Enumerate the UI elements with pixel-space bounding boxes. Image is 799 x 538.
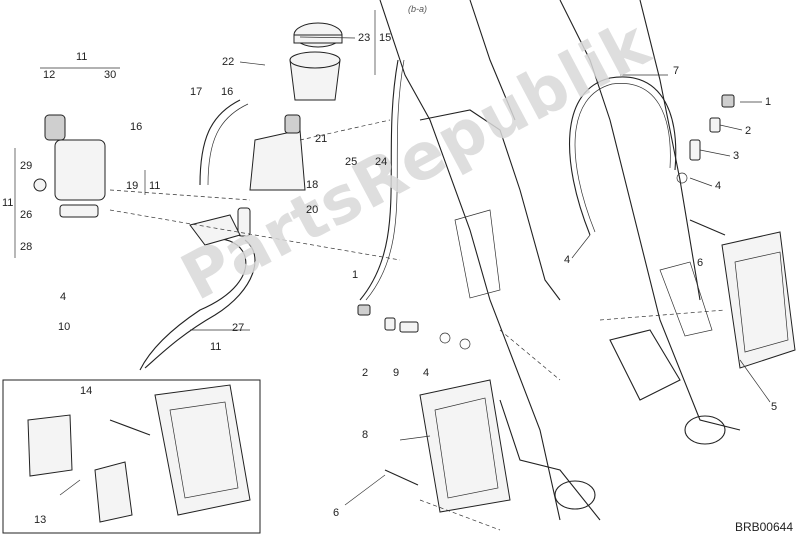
callout-8: 8: [362, 429, 369, 441]
callout-1: 1: [352, 269, 359, 281]
callout-11: 11: [149, 180, 161, 192]
banjo-fittings-right: [676, 94, 735, 184]
callout-22: 22: [222, 56, 235, 68]
callout-9: 9: [393, 367, 400, 379]
brake-hose-7: [569, 76, 677, 236]
callout-4: 4: [60, 291, 67, 303]
callout-13: 13: [34, 514, 47, 526]
callout-14: 14: [80, 385, 93, 397]
callout-27: 27: [232, 322, 245, 334]
callout-4: 4: [423, 367, 430, 379]
fork-leg-left: [379, 0, 601, 521]
inset-pads-and-caliper: [27, 384, 251, 523]
callout-12: 12: [43, 69, 56, 81]
callout-2: 2: [745, 125, 752, 137]
callout-19: 19: [126, 180, 139, 192]
callout-11: 11: [76, 51, 88, 63]
pad-detail-inset: [2, 379, 261, 534]
callout-4: 4: [715, 180, 722, 192]
master-cylinder: [33, 114, 106, 218]
reservoir-hose-17: [199, 99, 241, 186]
callout-18: 18: [306, 179, 319, 191]
callout-30: 30: [104, 69, 117, 81]
callout-5: 5: [771, 401, 778, 413]
callout-6: 6: [333, 507, 340, 519]
callout-10: 10: [58, 321, 71, 333]
callout-11: 11: [210, 341, 222, 353]
top-note: (b-a): [408, 4, 428, 14]
brake-caliper-right: [721, 231, 796, 369]
callout-20: 20: [306, 204, 319, 216]
callout-24: 24: [375, 156, 388, 168]
banjo-fittings-left: [357, 304, 471, 350]
callout-17: 17: [190, 86, 203, 98]
callout-6: 6: [697, 257, 704, 269]
brake-lever: [139, 238, 247, 371]
callout-11: 11: [2, 197, 14, 209]
callout-23: 23: [358, 32, 371, 44]
callout-16: 16: [221, 86, 234, 98]
callout-26: 26: [20, 209, 33, 221]
callout-7: 7: [673, 65, 680, 77]
fluid-reservoir: [289, 22, 343, 101]
diagram-code: BRB00644: [734, 520, 793, 534]
callout-1: 1: [765, 96, 772, 108]
fork-leg-right: [559, 0, 741, 445]
callout-4: 4: [564, 254, 571, 266]
callout-29: 29: [20, 160, 33, 172]
callout-25: 25: [345, 156, 358, 168]
callout-21: 21: [315, 133, 328, 145]
callout-2: 2: [362, 367, 369, 379]
callout-28: 28: [20, 241, 33, 253]
callout-16: 16: [130, 121, 143, 133]
callout-15: 15: [379, 32, 392, 44]
brake-caliper-left: [419, 379, 511, 513]
callout-3: 3: [733, 150, 740, 162]
